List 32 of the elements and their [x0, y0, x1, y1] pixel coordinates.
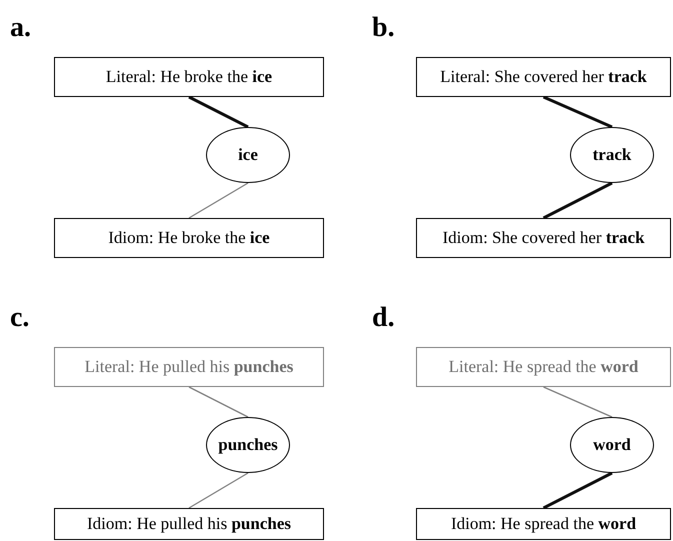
sentence-text: Literal: He broke the ice [106, 67, 272, 87]
sentence-text: Idiom: She covered her track [442, 228, 645, 248]
connector-line [543, 386, 612, 418]
sentence-text: Idiom: He broke the ice [108, 228, 270, 248]
connector-line [542, 96, 613, 128]
sentence-box [416, 508, 671, 540]
panel-label: c. [10, 302, 30, 334]
word-text: word [593, 435, 631, 455]
connector-line [542, 182, 613, 220]
sentence-text: Literal: He pulled his punches [84, 357, 294, 377]
sentence-box [416, 57, 671, 97]
sentence-box [54, 347, 324, 387]
sentence-box [416, 218, 671, 258]
sentence-text: Literal: He spread the word [448, 357, 638, 377]
sentence-text: Idiom: He pulled his punches [86, 514, 291, 534]
sentence-box [54, 508, 324, 540]
sentence-text: Idiom: He spread the word [450, 514, 636, 534]
connector-line [188, 472, 248, 509]
connector-line [188, 182, 248, 219]
sentence-box [54, 218, 324, 258]
panel-label: b. [372, 12, 395, 44]
connector-line [188, 96, 249, 128]
sentence-box [416, 347, 671, 387]
connector-line [188, 386, 248, 418]
panel-label: a. [10, 12, 31, 44]
connector-line [542, 472, 613, 510]
panel-label: d. [372, 302, 395, 334]
sentence-box [54, 57, 324, 97]
word-text: track [592, 145, 632, 165]
word-text: punches [218, 435, 278, 455]
word-text: ice [238, 145, 258, 165]
sentence-text: Literal: She covered her track [440, 67, 647, 87]
